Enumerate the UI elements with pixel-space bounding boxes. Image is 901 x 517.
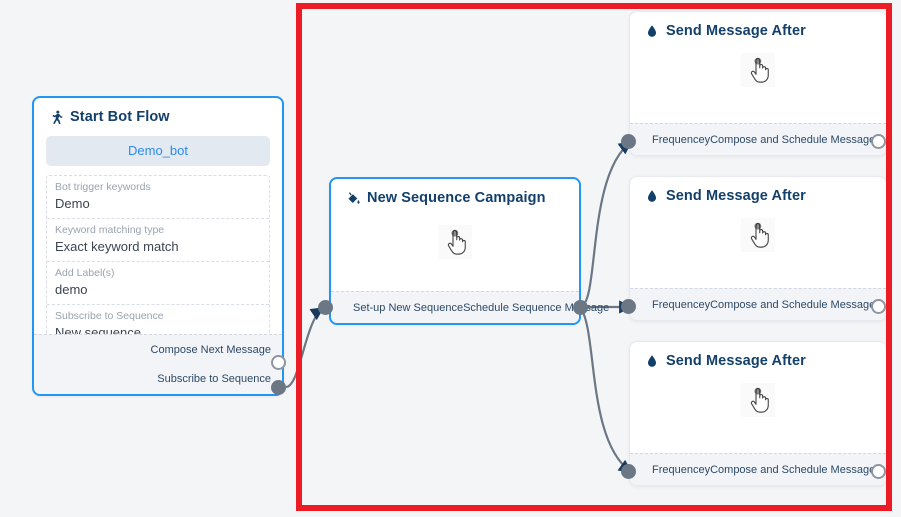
node-title-label: Send Message After	[666, 23, 806, 39]
edge-start-to-sequence	[285, 307, 325, 389]
port-label-schedule-sequence-message[interactable]: Schedule Sequence Message	[463, 301, 610, 314]
field-label: Bot trigger keywords	[55, 181, 151, 193]
node-title-new-sequence-campaign: New Sequence Campaign	[331, 179, 579, 206]
field-add-labels[interactable]: Add Label(s) demo	[47, 262, 269, 305]
hand-cursor-icon	[741, 218, 775, 252]
node-body-send-message-after-3	[630, 369, 886, 431]
node-title-label: New Sequence Campaign	[367, 190, 546, 206]
port-compose-and-schedule-message-3[interactable]	[871, 464, 886, 479]
port-label-setup-new-sequence[interactable]: Set-up New Sequence	[353, 301, 464, 314]
node-body-send-message-after-1	[630, 39, 886, 101]
node-start-bot-flow[interactable]: Start Bot Flow Demo_bot Bot trigger keyw…	[32, 96, 284, 396]
field-keyword-matching-type[interactable]: Keyword matching type Exact keyword matc…	[47, 219, 269, 262]
hand-cursor-icon	[438, 225, 472, 259]
paint-bucket-icon	[345, 190, 361, 206]
field-label: Subscribe to Sequence	[55, 310, 164, 322]
field-label: Add Label(s)	[55, 267, 115, 279]
node-new-sequence-campaign[interactable]: New Sequence Campaign Set-up New Sequenc…	[329, 177, 609, 325]
port-label-compose-and-schedule-message[interactable]: Compose and Schedule Message	[710, 133, 876, 146]
port-label: Subscribe to Sequence	[157, 372, 271, 385]
node-footer-start-bot-flow: Compose Next Message Subscribe to Sequen…	[34, 334, 282, 394]
node-body-send-message-after-2	[630, 204, 886, 266]
node-title-label: Send Message After	[666, 353, 806, 369]
port-frequencey-3[interactable]	[621, 464, 636, 479]
port-label-frequencey[interactable]: Frequencey	[652, 463, 711, 476]
field-label: Keyword matching type	[55, 224, 165, 236]
node-title-send-message-after-2: Send Message After	[630, 177, 886, 204]
hand-cursor-icon	[741, 383, 775, 417]
port-row-compose-next-message[interactable]: Compose Next Message	[34, 335, 282, 364]
port-frequencey-2[interactable]	[621, 299, 636, 314]
port-label-compose-and-schedule-message[interactable]: Compose and Schedule Message	[710, 463, 876, 476]
port-label: Compose Next Message	[150, 343, 271, 356]
port-compose-next-message[interactable]	[271, 355, 286, 370]
running-person-icon	[48, 109, 64, 125]
field-value: Demo	[55, 196, 90, 211]
port-setup-new-sequence[interactable]	[318, 300, 333, 315]
edge-sequence-to-card-3	[579, 306, 633, 473]
node-title-send-message-after-1: Send Message After	[630, 12, 886, 39]
node-title-label: Start Bot Flow	[70, 109, 170, 125]
field-bot-trigger-keywords[interactable]: Bot trigger keywords Demo	[47, 176, 269, 219]
port-compose-and-schedule-message-2[interactable]	[871, 299, 886, 314]
node-footer-send-message-after-1: Frequencey Compose and Schedule Message	[630, 123, 886, 155]
node-title-start-bot-flow: Start Bot Flow	[34, 98, 282, 125]
water-drop-icon	[644, 23, 660, 39]
port-row-subscribe-to-sequence[interactable]: Subscribe to Sequence	[34, 364, 282, 393]
port-label-compose-and-schedule-message[interactable]: Compose and Schedule Message	[710, 298, 876, 311]
node-footer-send-message-after-2: Frequencey Compose and Schedule Message	[630, 288, 886, 320]
field-list: Bot trigger keywords Demo Keyword matchi…	[46, 175, 270, 348]
node-footer-send-message-after-3: Frequencey Compose and Schedule Message	[630, 453, 886, 485]
water-drop-icon	[644, 353, 660, 369]
node-body-new-sequence-campaign	[331, 206, 579, 278]
edge-sequence-to-card-1	[579, 141, 633, 309]
port-compose-and-schedule-message-1[interactable]	[871, 134, 886, 149]
node-title-label: Send Message After	[666, 188, 806, 204]
port-label-frequencey[interactable]: Frequencey	[652, 298, 711, 311]
hand-cursor-icon	[741, 53, 775, 87]
port-subscribe-to-sequence[interactable]	[271, 380, 286, 395]
node-send-message-after-3[interactable]: Send Message After Frequencey Compose an…	[629, 341, 887, 486]
node-send-message-after-1[interactable]: Send Message After Frequencey Compose an…	[629, 11, 887, 156]
field-value: Exact keyword match	[55, 239, 179, 254]
port-frequencey-1[interactable]	[621, 134, 636, 149]
bot-pill-button[interactable]: Demo_bot	[46, 136, 270, 166]
node-footer-new-sequence-campaign: Set-up New Sequence Schedule Sequence Me…	[331, 291, 609, 323]
water-drop-icon	[644, 188, 660, 204]
node-title-send-message-after-3: Send Message After	[630, 342, 886, 369]
field-value: demo	[55, 282, 88, 297]
port-schedule-sequence-message[interactable]	[573, 300, 588, 315]
port-label-frequencey[interactable]: Frequencey	[652, 133, 711, 146]
node-send-message-after-2[interactable]: Send Message After Frequencey Compose an…	[629, 176, 887, 321]
